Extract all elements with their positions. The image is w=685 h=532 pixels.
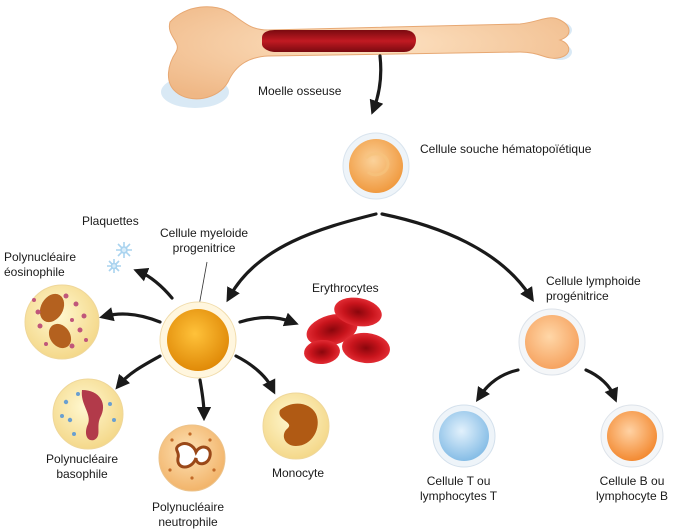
label-basophil-line1: Polynucléaire [46,452,119,466]
label-neutrophil-line1: Polynucléaire [152,500,225,514]
arrow-stem-to-myeloid [226,212,378,303]
arrow-stem-to-lymphoid [380,212,534,303]
lineage-arrows [99,54,619,422]
arrow-to-eosinophil [99,307,162,324]
marrow-cavity [262,30,416,52]
arrow-to-neutrophil [196,378,212,422]
label-basophil-line2: basophile [56,467,108,481]
basophil-cell [52,378,124,450]
label-b-cell-line2: lymphocyte B [596,489,669,503]
arrow-to-erythrocytes [238,312,299,327]
neutrophil-cell [158,424,226,492]
label-myeloid-line2: progenitrice [172,241,236,255]
bone-illustration [161,6,572,108]
b-cell [600,404,664,468]
label-erythrocytes: Erythrocytes [312,281,379,295]
label-neutrophil-line2: neutrophile [158,515,218,529]
label-platelets: Plaquettes [82,214,139,228]
stem-cell [342,132,410,200]
arrow-to-platelets [133,267,174,300]
label-b-cell: Cellule B ou lymphocyte B [596,474,668,504]
label-lymphoid: Cellule lymphoide progénitrice [546,274,641,304]
label-t-cell-line2: lymphocytes T [420,489,498,503]
label-t-cell-line1: Cellule T ou [426,474,491,488]
label-myeloid: Cellule myeloide progenitrice [160,226,248,256]
label-b-cell-line1: Cellule B ou [599,474,665,488]
myeloid-progenitor-cell [159,301,237,379]
label-bone-marrow: Moelle osseuse [258,84,342,98]
erythrocytes-cluster [304,297,390,365]
label-eosinophil-line1: Polynucléaire [4,250,77,264]
monocyte-cell [262,392,330,460]
arrow-to-b-cell [584,368,619,403]
lymphoid-progenitor-cell [518,308,586,376]
label-basophil: Polynucléaire basophile [46,452,118,482]
arrow-to-basophil [115,354,162,390]
arrow-marrow-to-stem [369,54,384,115]
label-lymphoid-line1: Cellule lymphoide [546,274,641,288]
label-t-cell: Cellule T ou lymphocytes T [420,474,497,504]
myeloid-label-pointer [198,261,208,307]
arrow-to-t-cell [476,368,520,402]
label-stem-cell: Cellule souche hématopoïétique [420,142,592,156]
label-lymphoid-line2: progénitrice [546,289,609,303]
label-eosinophil-line2: éosinophile [4,265,65,279]
label-myeloid-line1: Cellule myeloide [160,226,249,240]
t-cell [432,404,496,468]
label-monocyte: Monocyte [272,466,325,480]
arrow-to-monocyte [234,354,276,395]
eosinophil-cell [24,284,100,360]
platelets-icon [107,242,132,273]
label-eosinophil: Polynucléaire éosinophile [4,250,76,280]
label-neutrophil: Polynucléaire neutrophile [152,500,224,530]
